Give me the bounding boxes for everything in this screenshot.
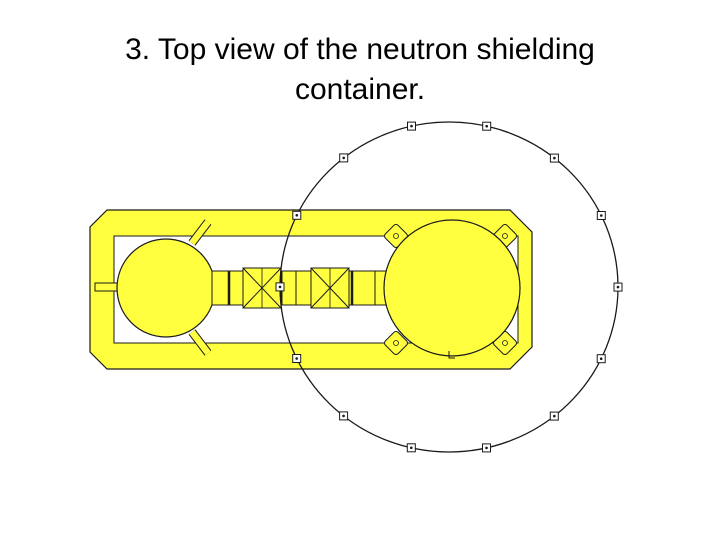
bolt-marker-2 [549,153,559,163]
bolt-marker-10 [292,354,302,363]
bolt-marker-dot [616,285,620,289]
bolt-marker-dot [600,214,603,217]
bolt-marker-6 [549,411,559,421]
bolt-markers [275,121,623,453]
bolt-marker-dot [485,446,488,450]
connecting-pipe [211,270,391,306]
bolt-marker-14 [407,121,416,131]
strut-bottom [189,330,211,355]
bolt-marker-11 [275,282,285,292]
bolt-marker-dot [295,357,299,360]
bolt-marker-3 [596,211,606,220]
bolt-marker-4 [613,282,623,292]
bolt-marker-dot [485,124,489,128]
bolt-marker-dot [410,446,413,450]
bolt-marker-12 [292,210,302,220]
vessel-port [448,351,455,359]
valve-left [242,267,282,309]
bolt-marker-dot [278,285,282,289]
bolt-marker-1 [482,121,492,131]
bolt-marker-dot [342,156,346,160]
mounting-foot-3 [384,331,408,355]
small-vessel [116,238,216,338]
mounting-bolt-4 [502,340,508,346]
yellow-shielding [89,209,533,370]
bolt-marker-5 [596,354,606,364]
bolt-marker-dot [553,414,556,418]
bolt-marker-dot [553,156,556,160]
title-line-2: container. [294,73,426,106]
mounting-bolt-3 [393,340,399,346]
title-line-1: 3. Top view of the neutron shielding [125,33,595,66]
bolt-marker-13 [339,153,349,163]
bolt-marker-7 [482,443,491,453]
bolt-marker-dot [410,124,413,128]
slide-title: 3. Top view of the neutron shielding con… [0,30,720,110]
bolt-marker-dot [295,214,299,217]
bolt-marker-dot [342,414,345,418]
bolt-marker-9 [339,411,349,421]
large-vessel [383,219,521,357]
strut-top [189,220,211,245]
bolt-marker-dot [599,357,603,361]
mounting-bolt-1 [393,233,399,239]
valve-right [310,267,350,309]
bolt-marker-8 [406,443,416,453]
mounting-bolt-2 [502,233,508,239]
